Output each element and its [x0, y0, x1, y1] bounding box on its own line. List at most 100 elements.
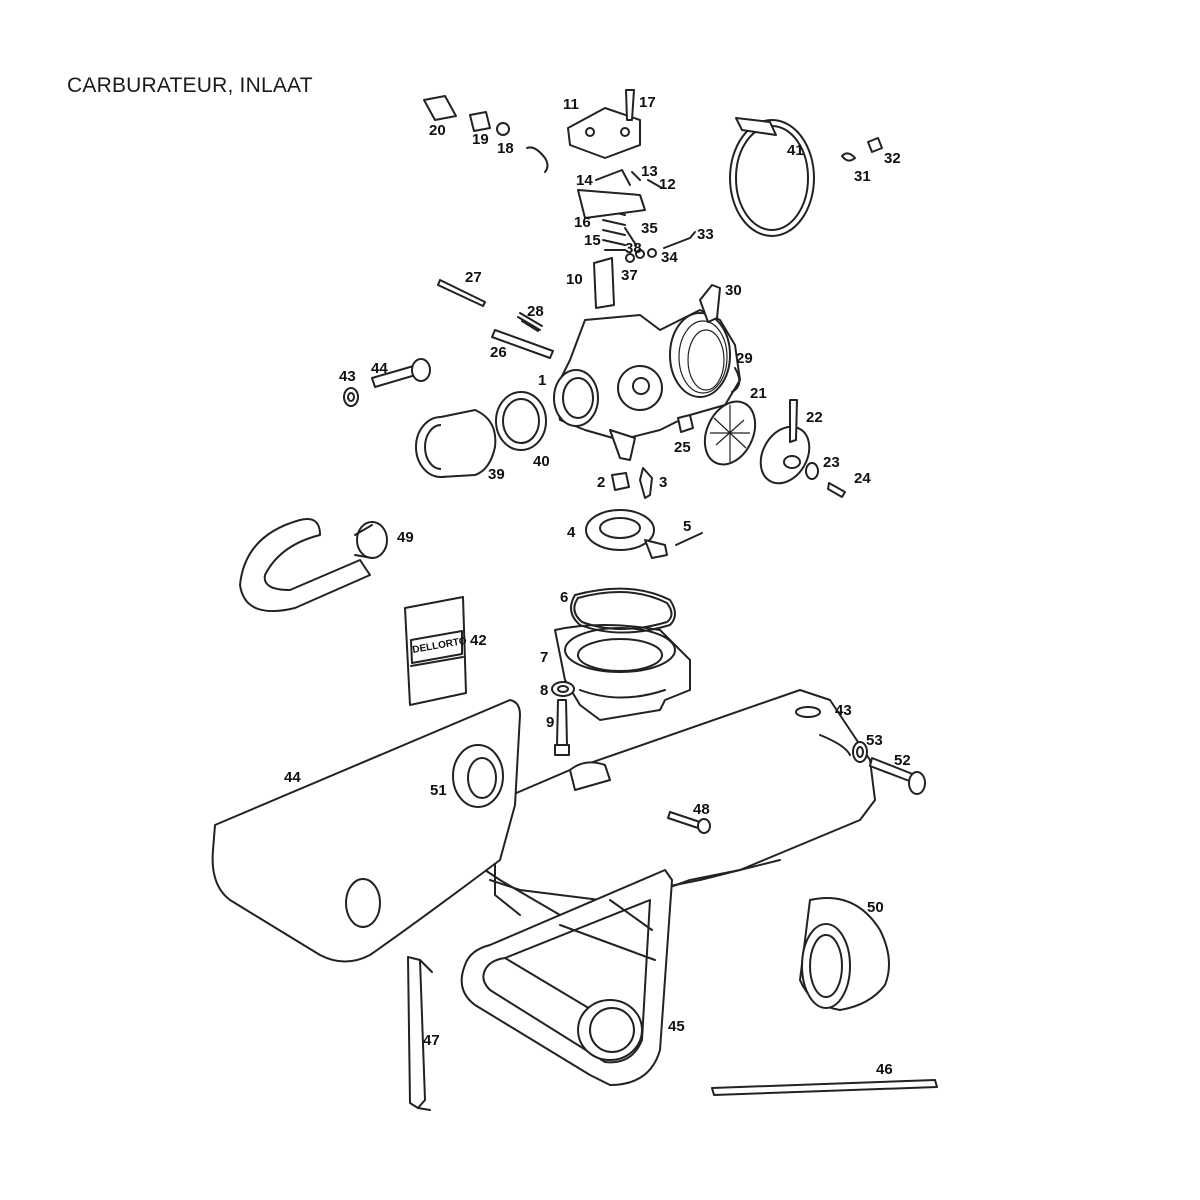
part-slide-10	[593, 257, 615, 309]
callout-44-upper: 44	[371, 360, 388, 377]
callout-50: 50	[867, 899, 884, 916]
callout-14: 14	[576, 172, 593, 189]
part-washer-37	[625, 253, 635, 263]
part-gasket-6	[570, 587, 676, 634]
callout-46: 46	[876, 1061, 893, 1078]
part-ring-4	[585, 509, 668, 559]
callout-21: 21	[750, 385, 767, 402]
callout-29: 29	[736, 350, 753, 367]
callout-47: 47	[423, 1032, 440, 1049]
callout-49: 49	[397, 529, 414, 546]
callout-33: 33	[697, 226, 714, 243]
callout-28: 28	[527, 303, 544, 320]
callout-35: 35	[641, 220, 658, 237]
part-pin-5	[675, 532, 703, 546]
part-washer-8	[551, 681, 575, 697]
callout-22: 22	[806, 409, 823, 426]
callout-27: 27	[465, 269, 482, 286]
callout-37: 37	[621, 267, 638, 284]
part-screw-27	[437, 279, 486, 307]
callout-17: 17	[639, 94, 656, 111]
part-bolt-44-upper	[371, 358, 431, 388]
callout-23: 23	[823, 454, 840, 471]
part-filter-frame	[460, 869, 673, 1086]
callout-34: 34	[661, 249, 678, 266]
part-washer-43-upper	[343, 387, 359, 407]
callout-52: 52	[894, 752, 911, 769]
part-tube-36	[526, 146, 549, 173]
callout-42: 42	[470, 632, 487, 649]
part-gasket-40	[495, 391, 547, 451]
part-spring-31	[841, 152, 856, 162]
part-lever-14	[595, 169, 631, 186]
part-grommet-51	[452, 744, 504, 808]
part-nut-25	[677, 414, 694, 433]
part-spacer-39	[415, 409, 497, 478]
part-screw-9	[554, 699, 570, 756]
callout-2: 2	[597, 474, 605, 491]
part-side-plate	[211, 699, 521, 963]
callout-12: 12	[659, 176, 676, 193]
callout-30: 30	[725, 282, 742, 299]
part-adapter-7	[554, 624, 691, 721]
callout-5: 5	[683, 518, 691, 535]
part-washer-38	[635, 249, 645, 259]
callout-53: 53	[866, 732, 883, 749]
part-hose-49	[239, 518, 388, 613]
callout-18: 18	[497, 140, 514, 157]
part-bracket-33	[663, 231, 696, 249]
callout-25: 25	[674, 439, 691, 456]
callout-44-lower: 44	[284, 769, 301, 786]
callout-13: 13	[641, 163, 658, 180]
part-nut-2	[611, 472, 630, 491]
part-screw-52	[869, 757, 926, 795]
part-rod-47	[407, 956, 433, 1111]
page-title: CARBURATEUR, INLAAT	[67, 74, 313, 97]
part-carburetor-body-1	[553, 309, 741, 461]
part-bracket-30	[699, 284, 721, 323]
callout-38: 38	[625, 240, 642, 257]
part-screw-26	[491, 329, 554, 359]
part-washer-34	[647, 248, 657, 258]
part-cable-29	[731, 367, 741, 393]
callout-48: 48	[693, 801, 710, 818]
callout-10: 10	[566, 271, 583, 288]
callout-4: 4	[567, 524, 576, 541]
callout-24: 24	[854, 470, 871, 487]
part-filter-21	[703, 400, 757, 466]
part-nut-18	[496, 122, 510, 136]
part-screw-17	[625, 89, 635, 121]
callout-45: 45	[668, 1018, 685, 1035]
callout-9: 9	[546, 714, 554, 731]
callout-6: 6	[560, 589, 568, 606]
callout-19: 19	[472, 131, 489, 148]
callout-51: 51	[430, 782, 447, 799]
part-screw-32	[867, 137, 883, 153]
part-cap-11	[567, 107, 641, 159]
callout-32: 32	[884, 150, 901, 167]
callout-1: 1	[538, 372, 546, 389]
part-spring-13	[631, 171, 641, 181]
callout-labels: 1 2 3 4 5 6 7 8 9 10 11 12 13 14 15 16 1…	[284, 94, 911, 1078]
part-spring-28	[517, 312, 543, 332]
part-sticker-42: DELLORTO	[404, 596, 468, 706]
callout-41: 41	[787, 142, 804, 159]
part-needle-3	[639, 467, 653, 499]
callout-20: 20	[429, 122, 446, 139]
part-cable-adjuster-20	[423, 95, 457, 121]
part-adjuster-19	[469, 111, 491, 132]
part-screw-48	[667, 811, 711, 834]
callout-11: 11	[563, 96, 579, 113]
part-plate-16	[577, 189, 646, 219]
part-strip-46	[711, 1079, 938, 1096]
part-spring-35	[624, 227, 637, 246]
callout-8: 8	[540, 682, 548, 699]
part-fuel-cap-22	[759, 399, 811, 485]
callout-40: 40	[533, 453, 550, 470]
part-washer-23	[805, 462, 819, 480]
part-washer-53	[852, 741, 868, 763]
part-screw-24	[827, 482, 846, 498]
callout-31: 31	[854, 168, 871, 185]
callout-26: 26	[490, 344, 507, 361]
